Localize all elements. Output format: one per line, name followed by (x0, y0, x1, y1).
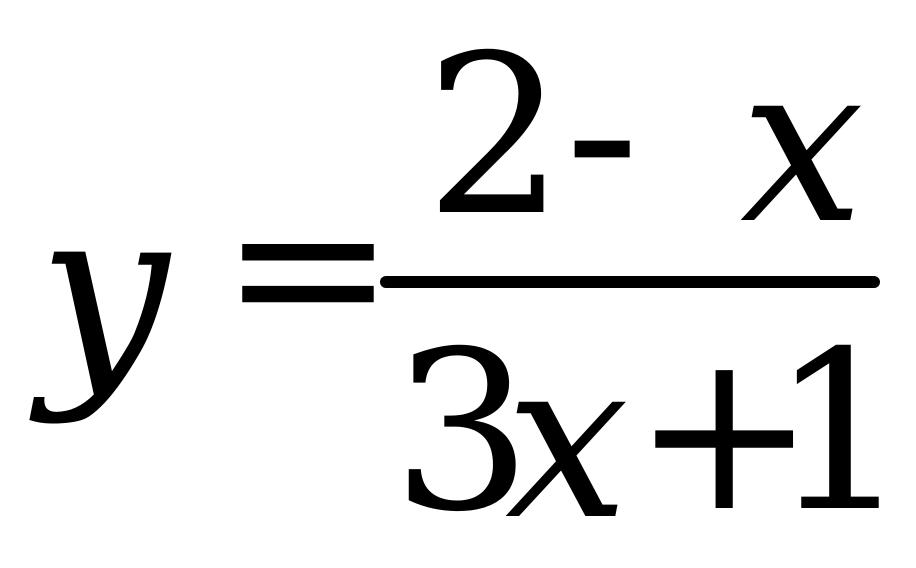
numerator-variable: x (740, 16, 865, 272)
numerator-constant: 2 (425, 8, 565, 264)
equals-sign: = (220, 144, 396, 389)
denominator-variable: x (505, 312, 630, 568)
denominator-constant: 1 (770, 304, 910, 560)
numerator-operator: - (565, 4, 640, 260)
fraction-bar (380, 276, 880, 288)
math-formula: y = 2 - x 3 x + 1 (38, 4, 910, 560)
denominator-operator: + (632, 304, 817, 560)
lhs-variable: y (38, 157, 170, 427)
denominator-coefficient: 3 (392, 304, 532, 560)
